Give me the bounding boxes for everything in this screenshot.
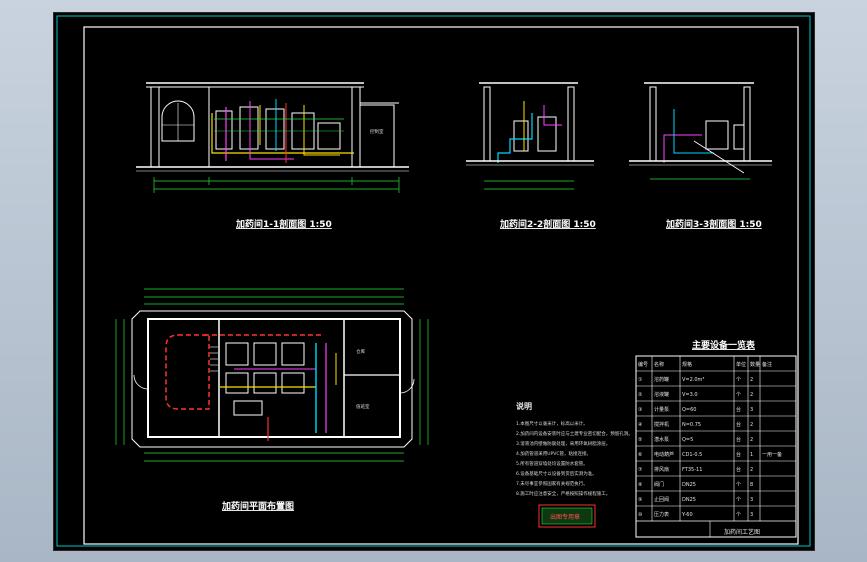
notes-heading: 说明	[516, 401, 532, 411]
table-cell: 1	[750, 452, 753, 458]
table-row: ⑩ 压力表 Y-60 个 3	[638, 511, 753, 518]
table-header-row: 编号名称 规格 单位数量备注	[638, 361, 772, 368]
section-3-3-view[interactable]	[629, 82, 772, 180]
table-cell: 阀门	[654, 481, 664, 488]
table-cell: V=3.0	[682, 392, 698, 398]
table-cell: 个	[736, 482, 741, 488]
svg-text:控制室: 控制室	[370, 128, 384, 135]
table-cell: 个	[736, 512, 741, 518]
notes-line-2: 2.加药间内设备安装时应与土建专业密切配合，预留孔洞。	[516, 430, 633, 437]
table-row: ① 溶药罐 V=2.0m³ 个 2	[638, 376, 753, 383]
table-cell: Q=5	[682, 437, 693, 443]
table-cell: ①	[638, 377, 643, 383]
table-cell: ⑦	[638, 467, 643, 473]
section-2-2-title: 加药间2-2剖面图 1:50	[499, 218, 596, 230]
table-cell: 台	[736, 436, 741, 443]
table-cell: Y-60	[681, 512, 693, 518]
table-cell: 编号	[638, 361, 648, 368]
equipment-table-title: 主要设备一览表	[692, 339, 756, 351]
table-cell: 2	[750, 422, 753, 428]
section-3-3-title: 加药间3-3剖面图 1:50	[665, 218, 762, 230]
table-footer: 加药间工艺图	[724, 528, 760, 536]
table-cell: 排风扇	[654, 466, 669, 473]
table-cell: 潜水泵	[654, 436, 669, 443]
section-1-1-view[interactable]: 控制室	[136, 82, 409, 193]
table-cell: 搅拌机	[654, 421, 669, 428]
cad-viewport[interactable]: 控制室 加药间1-	[53, 12, 815, 551]
table-row: ② 溶液罐 V=3.0 个 2	[638, 391, 753, 398]
table-cell: 溶液罐	[654, 391, 669, 398]
table-row: ⑥ 电动葫芦 CD1-0.5 台 1 一用一备	[638, 451, 782, 458]
table-cell: ⑤	[638, 437, 642, 443]
table-cell: ④	[638, 422, 643, 428]
table-cell: 名称	[654, 361, 664, 368]
table-cell: 个	[736, 497, 741, 503]
section-1-1-title: 加药间1-1剖面图 1:50	[235, 218, 332, 230]
table-cell: V=2.0m³	[682, 377, 704, 383]
svg-text:出图专用章: 出图专用章	[550, 513, 580, 521]
table-cell: 电动葫芦	[654, 451, 674, 458]
table-cell: ⑨	[638, 497, 642, 503]
table-cell: CD1-0.5	[682, 452, 702, 458]
plan-title: 加药间平面布置图	[221, 500, 294, 512]
table-cell: 规格	[682, 361, 692, 368]
table-cell: 台	[736, 466, 741, 473]
table-row: ⑦ 排风扇 FT35-11 台 2	[638, 466, 753, 473]
floor-plan-view[interactable]	[115, 288, 429, 462]
table-cell: ③	[638, 407, 642, 413]
table-cell: 数量	[750, 361, 760, 368]
table-cell: 个	[736, 392, 741, 398]
notes-line-4: 4.加药管道采用UPVC管，粘接连接。	[516, 450, 591, 457]
table-cell: Q=60	[682, 407, 697, 413]
table-cell: 台	[736, 451, 741, 458]
table-cell: DN25	[682, 482, 696, 488]
table-cell: DN25	[682, 497, 696, 503]
table-row: ⑧ 阀门 DN25 个 8	[638, 481, 753, 488]
cad-drawing-canvas[interactable]: 控制室 加药间1-	[54, 13, 814, 550]
notes-line-6: 6.设备基础尺寸以设备到货后实测为准。	[516, 470, 597, 477]
table-cell: 台	[736, 406, 741, 413]
table-cell: ②	[638, 392, 643, 398]
table-cell: N=0.75	[682, 422, 701, 428]
table-cell: 8	[750, 482, 753, 488]
notes-line-7: 7.未尽事宜参照国家有关规范执行。	[516, 480, 588, 487]
table-cell: 单位	[736, 361, 746, 368]
table-row: ④ 搅拌机 N=0.75 台 2	[638, 421, 753, 428]
table-cell: 2	[750, 377, 753, 383]
table-cell: 台	[736, 421, 741, 428]
table-cell: ⑧	[638, 482, 643, 488]
table-cell: 2	[750, 437, 753, 443]
table-row: ⑤ 潜水泵 Q=5 台 2	[638, 436, 753, 443]
table-cell: 个	[736, 377, 741, 383]
table-cell: 备注	[762, 361, 772, 368]
table-cell: FT35-11	[682, 467, 702, 473]
table-cell: ⑩	[638, 512, 643, 518]
design-notes: 说明 1.本图尺寸以毫米计，标高以米计。 2.加药间内设备安装时应与土建专业密切…	[516, 401, 633, 497]
notes-line-5: 5.所有管道穿墙处均设置防水套管。	[516, 460, 588, 467]
table-cell: 3	[750, 497, 753, 503]
table-cell: ⑥	[638, 452, 643, 458]
table-row: ③ 计量泵 Q=60 台 3	[638, 406, 753, 413]
table-cell: 止回阀	[654, 496, 669, 503]
table-cell: 2	[750, 467, 753, 473]
table-cell: 2	[750, 392, 753, 398]
table-cell: 溶药罐	[654, 376, 669, 383]
plan-room-duty: 值班室	[356, 403, 370, 410]
table-cell: 一用一备	[762, 451, 782, 458]
equipment-table[interactable]: 编号名称 规格 单位数量备注 ① 溶药罐 V=2.0m³ 个 2 ② 溶液罐 V=3.0 个 2 ③ 计量泵…	[635, 355, 797, 538]
table-cell: 计量泵	[654, 406, 669, 413]
notes-line-8: 8.施工时应注意安全，严格按照操作规程施工。	[516, 490, 610, 497]
section-2-2-view[interactable]	[466, 82, 594, 190]
table-row: ⑨ 止回阀 DN25 个 3	[638, 496, 753, 503]
sheet-outer-frame	[56, 15, 811, 547]
table-cell: 3	[750, 512, 753, 518]
approval-stamp: 出图专用章	[538, 504, 596, 528]
notes-line-1: 1.本图尺寸以毫米计，标高以米计。	[516, 420, 588, 427]
table-cell: 压力表	[654, 511, 669, 518]
plan-room-warehouse: 仓库	[356, 348, 365, 355]
table-cell: 3	[750, 407, 753, 413]
sheet-inner-frame	[83, 26, 799, 545]
notes-line-3: 3.溶液池内壁做防腐处理，采用环氧树脂涂层。	[516, 440, 610, 447]
